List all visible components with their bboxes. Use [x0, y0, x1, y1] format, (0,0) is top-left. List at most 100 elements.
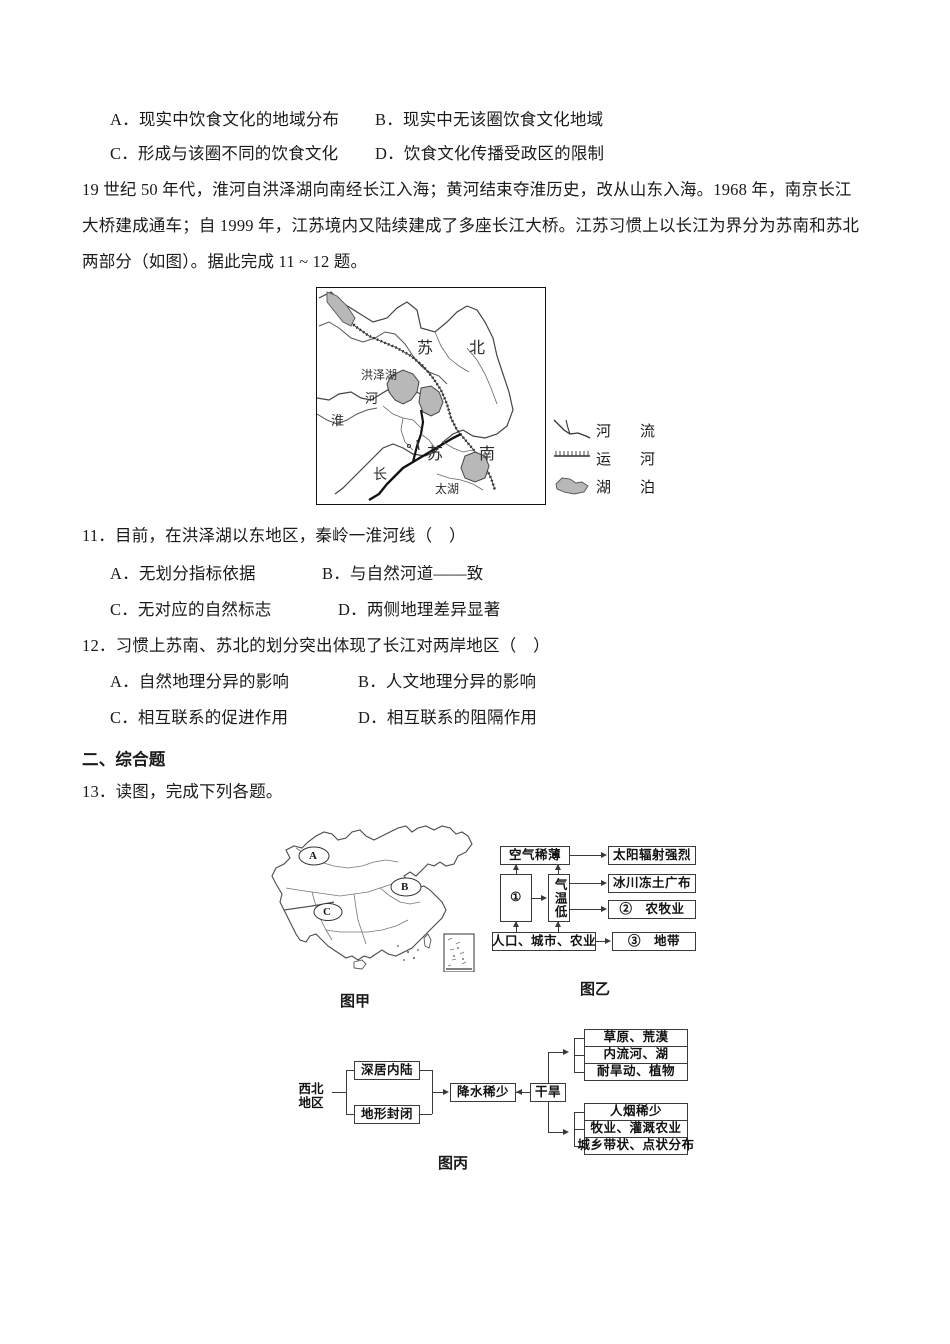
bing-label-northwest-region: 西北 地区: [298, 1082, 324, 1111]
bing-arrowhead-4: [563, 1128, 569, 1135]
q12-option-c: C．相互联系的促进作用: [110, 708, 289, 727]
yi-connector-8: [558, 922, 560, 932]
yi-box-blank-1: ①: [500, 874, 532, 922]
bing-connector-5: [420, 1070, 432, 1072]
map-label-huaihe-huai: 淮: [331, 413, 345, 428]
bing-connector-20: [574, 1129, 584, 1131]
yi-connector-9: [596, 941, 606, 943]
bing-connector-21: [574, 1146, 584, 1148]
bing-box-drought-resistant-life: 耐旱动、植物: [584, 1063, 688, 1081]
q11-option-a: A．无划分指标依据: [110, 564, 256, 583]
bing-connector-4: [346, 1114, 354, 1116]
river-symbol-icon: [553, 419, 591, 439]
canal-symbol-icon: [554, 451, 590, 457]
yi-arrowhead-6: [601, 905, 607, 912]
figure-bing-flowchart: 西北 地区 深居内陆 地形封闭 降水稀少 干旱: [290, 1029, 694, 1165]
yi-arrowhead-8: [554, 921, 561, 927]
map-label-subei: 苏 北: [417, 340, 496, 357]
china-map-circle-b: B: [401, 881, 409, 893]
bing-connector-11: [548, 1102, 550, 1132]
q10-option-c: C．形成与该圈不同的饮食文化: [110, 144, 339, 163]
china-map-circle-a: A: [309, 850, 317, 862]
q11-option-b: B．与自然河道——致: [322, 564, 484, 583]
q10-option-d: D．饮食文化传播受政区的限制: [375, 144, 605, 163]
yi-box-glacier-permafrost: 冰川冻土广布: [608, 874, 696, 893]
yi-box-solar-radiation: 太阳辐射强烈: [608, 846, 696, 865]
q10-option-b: B．现实中无该圈饮食文化地域: [375, 110, 604, 129]
bing-connector-3: [346, 1070, 354, 1072]
bing-connector-9: [516, 1092, 530, 1094]
map-label-changjiang: 长: [373, 468, 387, 483]
figure-bing-caption: 图丙: [438, 1156, 469, 1172]
bing-box-closed-terrain: 地形封闭: [354, 1105, 420, 1124]
bing-arrowhead-3: [563, 1048, 569, 1055]
bing-box-pastoral-irrigated-agri: 牧业、灌溉农业: [584, 1120, 688, 1138]
figure-yi-caption: 图乙: [580, 982, 611, 998]
bing-connector-16: [574, 1055, 584, 1057]
yi-connector-5: [570, 883, 602, 885]
map-label-taihu: 太湖: [435, 482, 460, 496]
yi-connector-7: [516, 922, 518, 932]
yi-connector-4: [532, 898, 542, 900]
bing-connector-19: [574, 1112, 584, 1114]
yi-box-blank-3-zone: ③ 地带: [612, 932, 696, 951]
yi-connector-1: [570, 855, 602, 857]
bing-connector-1: [332, 1092, 346, 1094]
yi-arrowhead-5: [601, 879, 607, 886]
yi-arrowhead-9: [605, 937, 611, 944]
china-map-svg: [271, 825, 475, 972]
q10-option-a: A．现实中饮食文化的地域分布: [110, 110, 340, 129]
bing-connector-6: [420, 1114, 432, 1116]
section2-heading: 二、综合题: [82, 750, 166, 769]
bing-arrowhead-1: [443, 1088, 449, 1095]
passage-line-1: 19 世纪 50 年代，淮河自洪泽湖向南经长江入海；黄河结束夺淮历史，改从山东入…: [82, 180, 852, 199]
yi-arrowhead-1: [601, 851, 607, 858]
yi-arrowhead-4: [541, 894, 547, 901]
jiangsu-map-figure: 苏 北 洪泽湖 河 淮 苏 南 长 太湖: [316, 287, 546, 505]
q12-option-a: A．自然地理分异的影响: [110, 672, 290, 691]
yi-connector-6: [570, 909, 602, 911]
bing-connector-13: [548, 1132, 564, 1134]
bing-box-deep-inland: 深居内陆: [354, 1061, 420, 1080]
yi-box-thin-air: 空气稀薄: [500, 846, 570, 865]
yi-box-population-city-agri: 人口、城市、农业: [492, 932, 596, 951]
bing-box-grassland-desert: 草原、荒漠: [584, 1029, 688, 1047]
china-map-figure: A B C: [258, 822, 488, 972]
map-label-hongze-lake: 洪泽湖: [361, 368, 398, 382]
bing-box-low-precipitation: 降水稀少: [450, 1083, 516, 1102]
lake-symbol-icon: [555, 477, 589, 495]
q12-stem: 12．习惯上苏南、苏北的划分突出体现了长江对两岸地区（ ）: [82, 636, 550, 655]
bing-box-inland-river-lake: 内流河、湖: [584, 1046, 688, 1064]
legend-label-lake: 湖 泊: [596, 480, 663, 496]
q12-option-b: B．人文地理分异的影响: [358, 672, 537, 691]
figure-yi-flowchart: 空气稀薄 太阳辐射强烈 ① 气温低 冰川冻土广布 ② 农牧业 人口、城市、农业 …: [488, 844, 703, 966]
bing-connector-17: [574, 1072, 584, 1074]
passage-line-3: 两部分（如图）。据此完成 11 ~ 12 题。: [82, 252, 368, 271]
q11-option-c: C．无对应的自然标志: [110, 600, 272, 619]
yi-arrowhead-3: [554, 864, 561, 870]
bing-box-sparse-population: 人烟稀少: [584, 1103, 688, 1121]
figure-jia-caption: 图甲: [340, 994, 371, 1010]
jiangsu-map-legend: 河 流 运 河 湖 泊: [552, 418, 662, 506]
china-map-circle-c: C: [323, 906, 331, 918]
q11-option-d: D．两侧地理差异显著: [338, 600, 501, 619]
bing-connector-10: [548, 1052, 550, 1083]
passage-line-2: 大桥建成通车；自 1999 年，江苏境内又陆续建成了多座长江大桥。江苏习惯上以长…: [82, 216, 860, 235]
bing-connector-8: [432, 1092, 444, 1094]
bing-connector-2: [346, 1070, 348, 1114]
yi-arrowhead-7: [512, 921, 519, 927]
q12-option-d: D．相互联系的阻隔作用: [358, 708, 538, 727]
legend-label-canal: 运 河: [596, 452, 663, 468]
jiangsu-map-svg: [317, 291, 514, 502]
bing-arrowhead-2: [516, 1088, 522, 1095]
bing-box-urban-rural-distribution: 城乡带状、点状分布: [578, 1137, 694, 1155]
q11-stem: 11．目前，在洪泽湖以东地区，秦岭一淮河线（ ）: [82, 526, 466, 545]
map-label-huaihe-he: 河: [365, 391, 379, 406]
bing-box-arid: 干旱: [530, 1083, 566, 1102]
yi-box-blank-2-agriculture: ② 农牧业: [608, 900, 696, 919]
bing-connector-12: [548, 1052, 564, 1054]
yi-arrowhead-2: [512, 864, 519, 870]
legend-label-river: 河 流: [596, 424, 663, 440]
bing-connector-15: [574, 1038, 584, 1040]
